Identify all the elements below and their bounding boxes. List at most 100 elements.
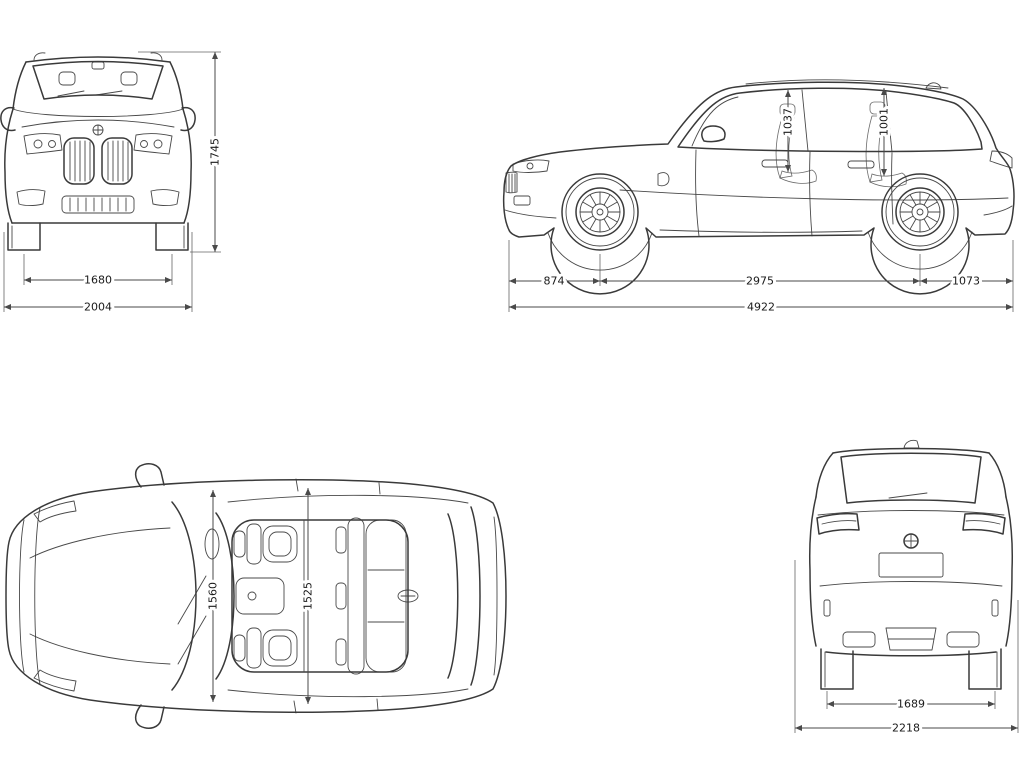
tire-tread-lines: [11, 225, 185, 249]
hood-line: [21, 119, 175, 128]
body-side-left: [4, 108, 14, 224]
headroom-rear-label: 1001: [878, 108, 891, 136]
a-pillar-inner: [691, 96, 739, 147]
side-mirror-left: [0, 106, 16, 132]
taillight-right: [962, 512, 1006, 535]
rear-overhang-label: 1073: [952, 275, 980, 288]
headroom-front-label: 1037: [782, 108, 795, 136]
wipers: [57, 90, 123, 97]
grille-slats: [69, 140, 129, 182]
front-interior-width-label: 1560: [207, 582, 220, 610]
sill-line: [659, 229, 863, 233]
headlight-top-left: [33, 500, 77, 523]
roof-side-edges: [227, 494, 469, 698]
door-handle-rear: [847, 160, 875, 169]
glasshouse: [677, 87, 983, 153]
center-console: [235, 577, 285, 615]
steering-wheel: [204, 528, 220, 560]
reflector-right: [991, 599, 999, 617]
rear-tire-right: [968, 648, 1002, 690]
exhaust-left: [842, 631, 876, 648]
side-upper-right: [988, 452, 1007, 498]
front-bumper-line: [504, 209, 557, 219]
top-view: [5, 463, 507, 729]
side-upper-left: [815, 452, 834, 498]
tailgate-creases: [817, 510, 1005, 587]
front-bumper-lines: [19, 507, 41, 685]
roof-rail: [745, 79, 949, 89]
headrest-right: [120, 71, 138, 86]
fog-intake-right: [150, 189, 180, 206]
windshield: [32, 60, 164, 100]
body-side-right: [182, 108, 192, 224]
rear-tire-tread: [824, 651, 998, 688]
side-lower-right: [1005, 496, 1013, 647]
taillight-left: [816, 512, 860, 535]
reflector-left: [823, 599, 831, 617]
tailgate-edge: [493, 516, 498, 676]
rear-wiper: [888, 492, 928, 499]
panoramic-sunroof: [231, 519, 409, 673]
hood-creases: [29, 527, 171, 665]
exhaust-right: [946, 631, 980, 648]
a-pillar-left: [12, 61, 27, 110]
windshield-base: [171, 501, 197, 691]
front-width-label: 2004: [84, 301, 112, 314]
antenna-fin-rear: [903, 439, 920, 449]
fog-light: [513, 195, 531, 206]
diffuser: [885, 627, 937, 651]
license-plate-recess: [878, 552, 944, 578]
overall-length-label: 4922: [747, 301, 775, 314]
body-outline: [502, 81, 1015, 295]
headlight-left: [23, 133, 63, 155]
front-overhang-label: 874: [544, 275, 565, 288]
rear-view: [809, 439, 1013, 690]
roof-line: [25, 56, 171, 63]
ext-line: [794, 560, 1019, 733]
rear-bumper-line: [983, 205, 1013, 216]
rear-tire-left: [820, 648, 854, 690]
side-mirror-right: [180, 106, 196, 132]
front-wheel: [561, 173, 639, 251]
fender-vent: [657, 172, 670, 187]
rear-window-outer: [470, 506, 481, 686]
rear-overall-width-label: 2218: [892, 722, 920, 735]
lower-grille: [61, 195, 135, 214]
ghost-rear-seat: [865, 101, 907, 188]
side-dimensions: 1037 1001 874 2975 1073 4922: [508, 88, 1014, 317]
a-pillar-right: [169, 61, 184, 110]
front-tire-left: [7, 222, 41, 251]
roof-rear: [832, 447, 990, 454]
front-dimensions: 1745 1680 2004: [3, 51, 225, 317]
side-view: [502, 79, 1015, 295]
roof-front-edge: [215, 512, 235, 680]
kidney-grille: [63, 137, 133, 185]
rear-window-inner: [447, 513, 459, 679]
taillight-side: [989, 150, 1013, 169]
kidney-grille-side: [505, 171, 518, 194]
headlight-top-right: [33, 669, 77, 692]
ext-line: [508, 240, 1014, 312]
rear-bench: [335, 517, 407, 675]
body-outline-top: [5, 479, 507, 713]
door-seams: [695, 149, 894, 237]
interior-mirror: [91, 61, 105, 70]
headlight-side: [512, 159, 550, 173]
mirror-top-left: [134, 463, 165, 488]
front-track-label: 1680: [84, 274, 112, 287]
top-dimensions: 1560 1525: [204, 488, 318, 704]
character-line: [619, 189, 1009, 201]
rear-dimensions: 1689 2218: [794, 560, 1019, 738]
front-view: [0, 52, 196, 251]
rear-interior-width-label: 1525: [302, 582, 315, 610]
rear-window: [840, 452, 982, 504]
passenger-seat: [233, 627, 298, 669]
rear-track-label: 1689: [897, 698, 925, 711]
c-pillar: [885, 91, 893, 153]
bmw-roundel-front: [92, 124, 104, 136]
bumper-bottom-rear: [825, 651, 997, 657]
ext-line: [3, 51, 221, 312]
shoulder-line: [12, 108, 184, 117]
